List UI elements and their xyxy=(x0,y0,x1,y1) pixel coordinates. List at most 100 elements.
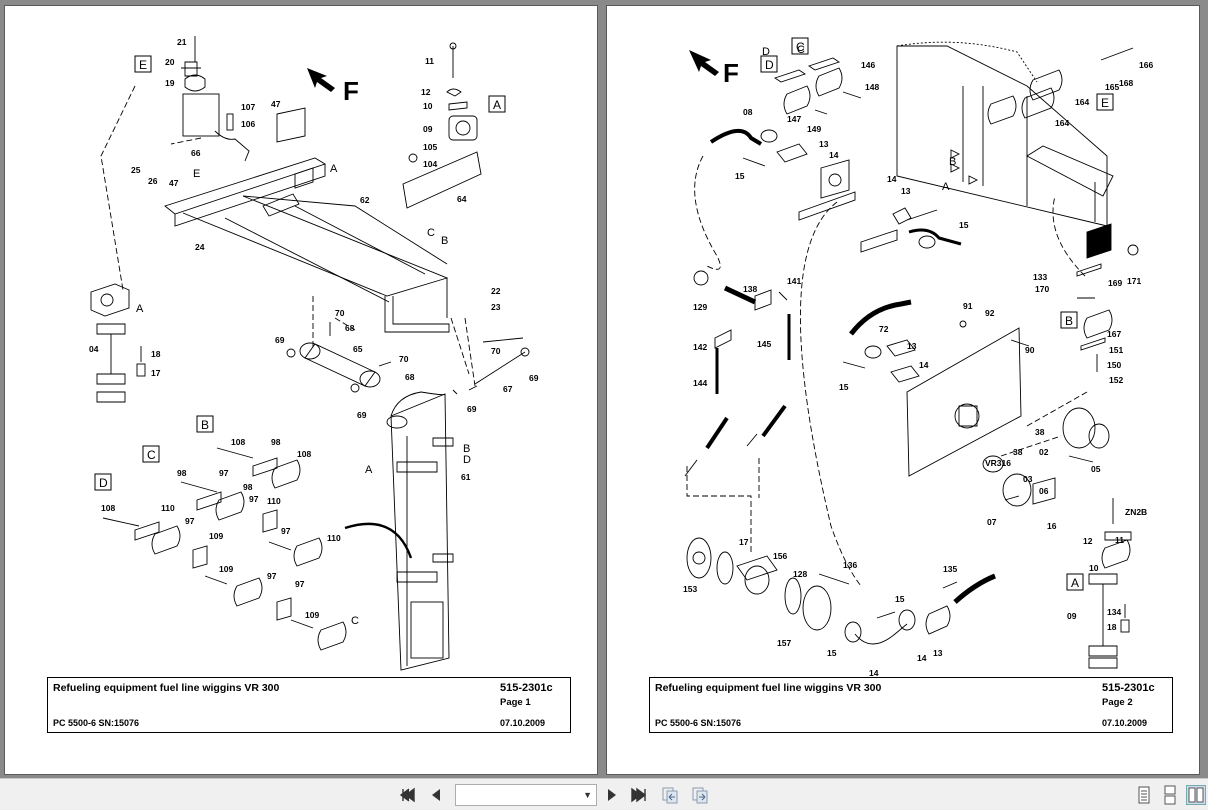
part-callout-label: 108 xyxy=(101,503,115,513)
part-callout-label: 151 xyxy=(1109,345,1123,355)
detail-label-d: D xyxy=(760,55,778,73)
part-callout-label: 149 xyxy=(807,124,821,134)
part-callout-label: 14 xyxy=(887,174,897,184)
part-callout-label: 13 xyxy=(933,648,943,658)
part-callout-label: C xyxy=(427,227,435,239)
part-callout-label: 97 xyxy=(249,494,259,504)
part-callout-label: 06 xyxy=(1039,486,1049,496)
part-callout-label: 11 xyxy=(425,56,434,66)
part-callout-label: 110 xyxy=(327,533,341,543)
last-page-icon[interactable] xyxy=(628,785,648,805)
part-callout-label: 12 xyxy=(421,87,431,97)
next-page-icon[interactable] xyxy=(602,785,622,805)
part-callout-label: 13 xyxy=(819,139,829,149)
part-callout-label: 129 xyxy=(693,302,707,312)
part-callout-label: 91 xyxy=(963,301,973,311)
part-callout-label: 147 xyxy=(787,114,801,124)
part-callout-label: 90 xyxy=(1025,345,1035,355)
part-callout-label: 11 xyxy=(1115,535,1124,545)
part-callout-label: 68 xyxy=(345,323,355,333)
part-callout-label: 04 xyxy=(89,344,99,354)
part-callout-label: C xyxy=(351,615,359,627)
go-back-icon[interactable] xyxy=(660,785,680,805)
detail-label-c: C xyxy=(142,445,160,463)
part-callout-label: 97 xyxy=(281,526,291,536)
part-callout-label: 14 xyxy=(869,668,879,678)
part-callout-label: 02 xyxy=(1039,447,1049,457)
part-callout-label: 109 xyxy=(209,531,223,541)
part-callout-label: 166 xyxy=(1139,60,1153,70)
detail-label-c: C xyxy=(791,37,809,55)
facing-pages-view-icon[interactable] xyxy=(1186,785,1206,805)
part-callout-label: 18 xyxy=(151,349,161,359)
part-callout-label: 136 xyxy=(843,560,857,570)
part-callout-label: 15 xyxy=(735,171,745,181)
page-number-label: Page 2 xyxy=(1102,697,1133,708)
page-number-label: Page 1 xyxy=(500,697,531,708)
part-callout-label: 134 xyxy=(1107,607,1121,617)
part-callout-label: 17 xyxy=(151,368,161,378)
part-callout-label: D xyxy=(762,46,770,58)
part-callout-label: 98 xyxy=(243,482,253,492)
first-page-icon[interactable] xyxy=(398,785,418,805)
svg-text:C: C xyxy=(796,40,805,54)
part-callout-label: 68 xyxy=(405,372,415,382)
part-callout-label: B xyxy=(463,443,470,455)
document-number: 515-2301c xyxy=(1102,682,1155,694)
part-callout-label: 164 xyxy=(1075,97,1089,107)
part-callout-label: 168 xyxy=(1119,78,1133,88)
part-callout-label: 24 xyxy=(195,242,205,252)
title-block: Refueling equipment fuel line wiggins VR… xyxy=(47,677,571,733)
part-callout-label: 70 xyxy=(399,354,409,364)
part-callout-label: 92 xyxy=(985,308,995,318)
part-callout-label: 21 xyxy=(177,37,187,47)
part-callout-label: 167 xyxy=(1107,329,1121,339)
part-callout-label: 25 xyxy=(131,165,141,175)
single-page-view-icon[interactable] xyxy=(1134,785,1154,805)
part-callout-label: 38 xyxy=(1035,427,1045,437)
part-callout-label: 26 xyxy=(148,176,158,186)
part-callout-label: 07 xyxy=(987,517,997,527)
parts-diagram-page-1: F E A B C D 2120191071064766111210091051… xyxy=(89,36,539,671)
part-callout-label: 13 xyxy=(901,186,911,196)
part-callout-label: 38 xyxy=(1013,447,1023,457)
part-callout-label: ZN2B xyxy=(1125,507,1147,517)
part-callout-label: 164 xyxy=(1055,118,1069,128)
part-callout-label: 153 xyxy=(683,584,697,594)
part-callout-label: 144 xyxy=(693,378,707,388)
part-callout-label: 15 xyxy=(839,382,849,392)
part-callout-label: 09 xyxy=(1067,611,1077,621)
part-callout-label: 10 xyxy=(423,101,433,111)
page-number-input[interactable]: ▼ xyxy=(455,784,597,806)
part-callout-label: B xyxy=(441,235,448,247)
svg-text:E: E xyxy=(1101,96,1109,110)
part-callout-label: 08 xyxy=(743,107,753,117)
svg-text:A: A xyxy=(493,98,501,112)
part-callout-label: 22 xyxy=(491,286,501,296)
part-callout-label: 110 xyxy=(267,496,281,506)
go-forward-icon[interactable] xyxy=(690,785,710,805)
part-callout-label: 165 xyxy=(1105,82,1119,92)
continuous-view-icon[interactable] xyxy=(1160,785,1180,805)
part-callout-label: 14 xyxy=(917,653,927,663)
part-callout-label: 157 xyxy=(777,638,791,648)
part-callout-label: 109 xyxy=(305,610,319,620)
part-callout-label: 12 xyxy=(1083,536,1093,546)
part-callout-label: 109 xyxy=(219,564,233,574)
part-callout-label: 171 xyxy=(1127,276,1141,286)
document-title: Refueling equipment fuel line wiggins VR… xyxy=(53,682,280,694)
svg-text:E: E xyxy=(139,58,147,72)
svg-text:A: A xyxy=(1071,576,1079,590)
chevron-down-icon[interactable]: ▼ xyxy=(583,790,592,800)
title-block: Refueling equipment fuel line wiggins VR… xyxy=(649,677,1173,733)
part-callout-label: 09 xyxy=(423,124,433,134)
part-callout-label: 142 xyxy=(693,342,707,352)
part-callout-label: 16 xyxy=(1047,521,1057,531)
part-callout-label: 170 xyxy=(1035,284,1049,294)
part-callout-label: 61 xyxy=(461,472,471,482)
part-callout-label: 97 xyxy=(185,516,195,526)
previous-page-icon[interactable] xyxy=(426,785,446,805)
svg-text:B: B xyxy=(1065,314,1073,328)
